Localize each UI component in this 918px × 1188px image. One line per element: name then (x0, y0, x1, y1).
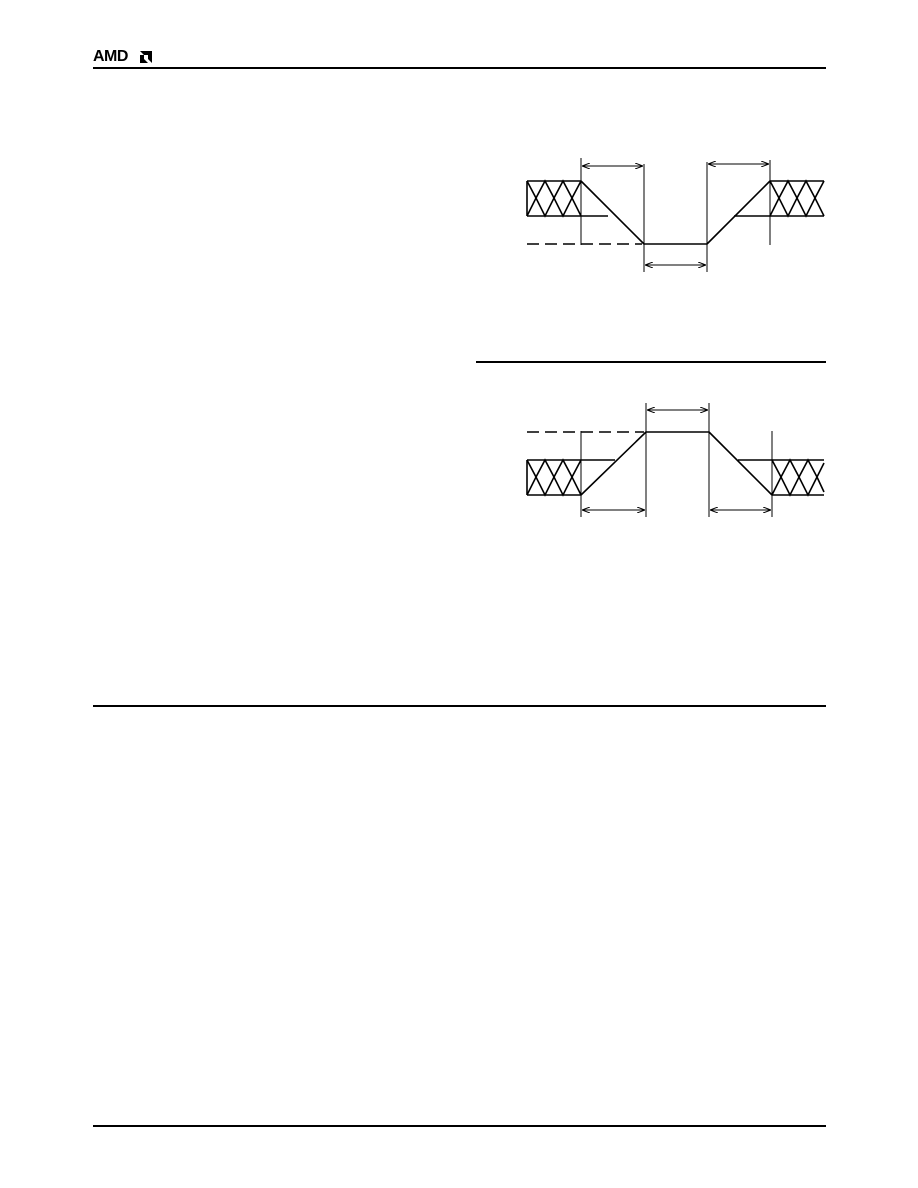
waveform-top (526, 179, 825, 245)
footer-rule (93, 1125, 826, 1127)
section-rule (476, 361, 826, 363)
header-rule (93, 67, 826, 69)
amd-logo: AMD (93, 48, 155, 66)
timing-diagram-low-pulse (526, 158, 825, 272)
logo-text: AMD (93, 48, 128, 65)
amd-arrow-icon (140, 51, 152, 63)
waveform-bottom (526, 431, 825, 497)
timing-diagram-high-pulse (526, 403, 825, 517)
body-rule (93, 705, 826, 707)
